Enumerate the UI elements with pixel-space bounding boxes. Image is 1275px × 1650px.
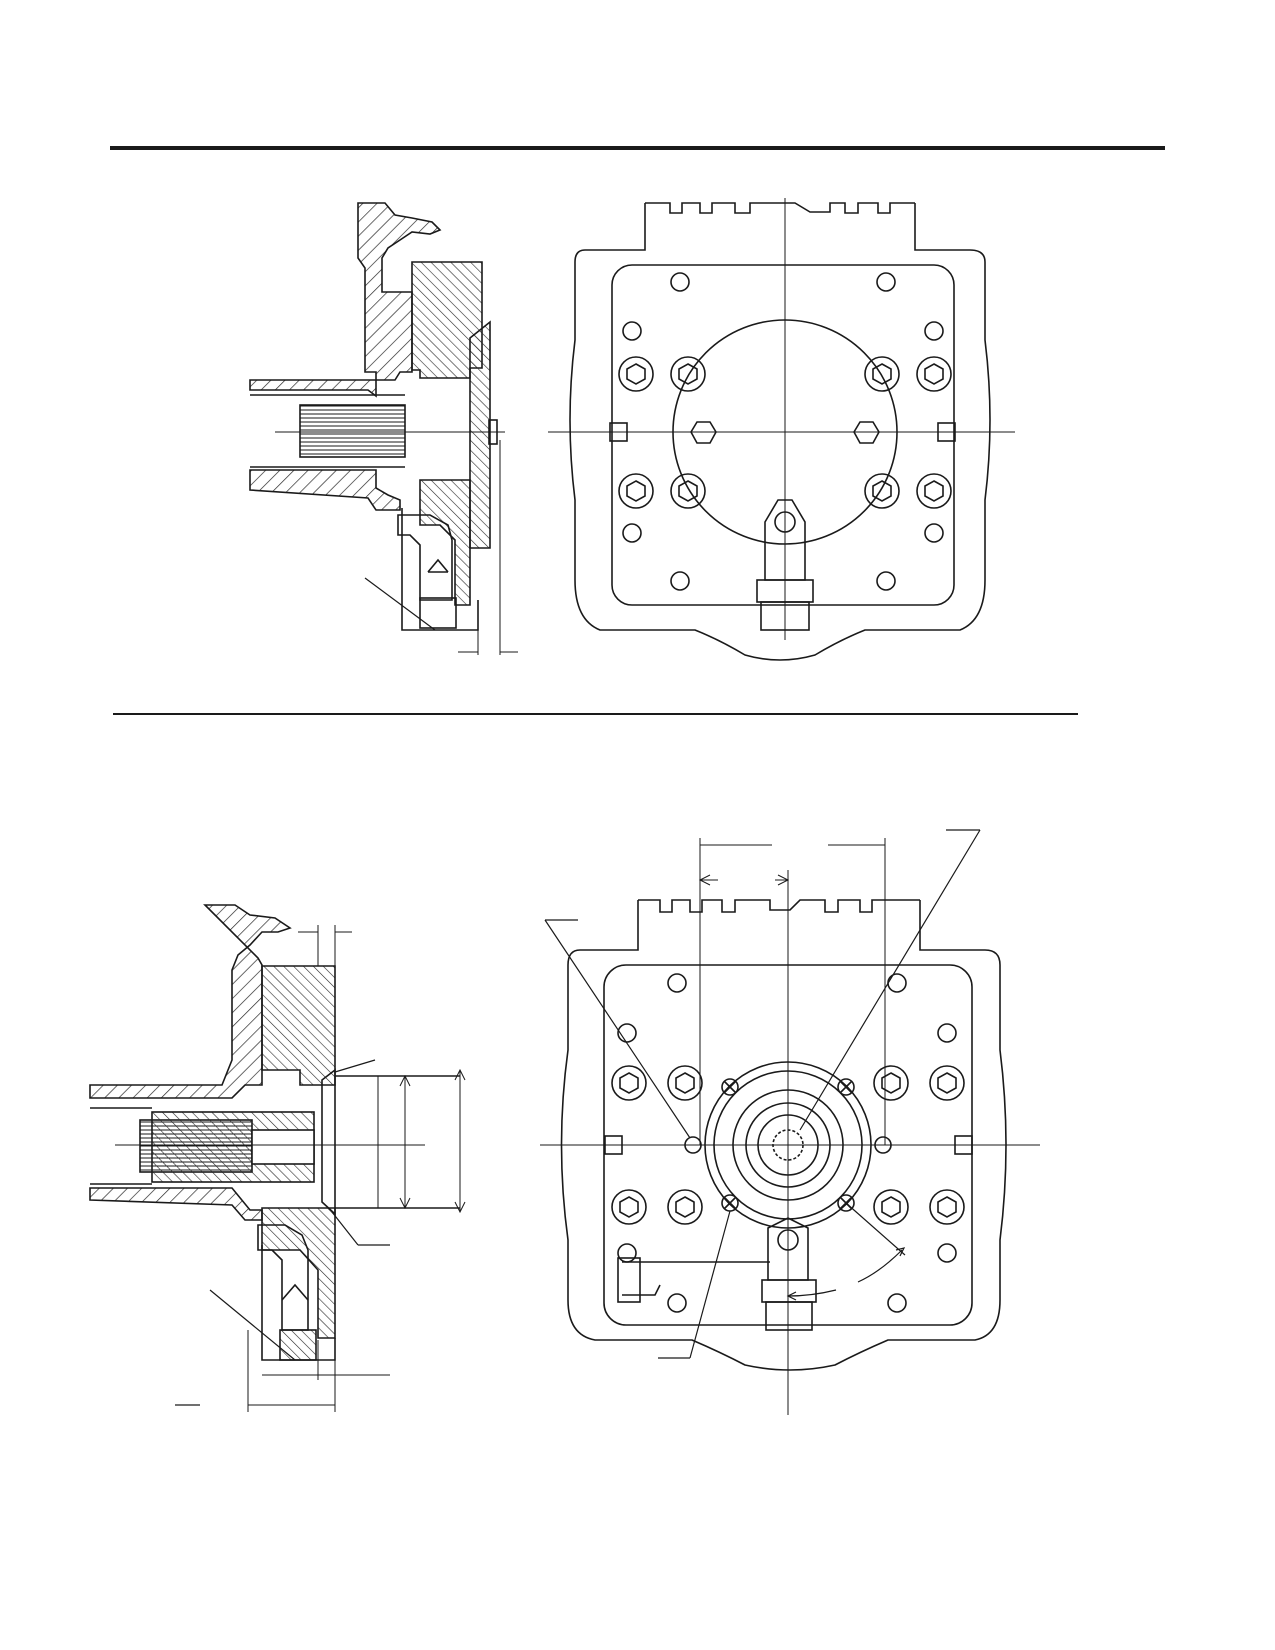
bottom-leader-upper-right	[799, 829, 981, 1131]
bottom-pilot-face	[321, 1068, 336, 1216]
bottom-crossed-hole-1	[721, 1078, 739, 1096]
bottom-hole-8	[887, 1293, 907, 1313]
bottom-hole-5	[617, 1243, 637, 1263]
bottom-bolt-1	[611, 1065, 647, 1101]
top-hole-5	[622, 523, 642, 543]
bottom-leader-lower-right	[845, 1202, 906, 1256]
bottom-crossed-hole-2	[837, 1078, 855, 1096]
top-bolt-4	[916, 356, 952, 392]
bottom-bolt-8	[929, 1189, 965, 1225]
bottom-dowel-left	[604, 1135, 623, 1155]
bottom-dowel-right	[954, 1135, 973, 1155]
top-front-view	[548, 198, 1015, 661]
bottom-drain-plug	[279, 1329, 317, 1361]
top-cover-plate	[469, 320, 491, 549]
bottom-bolt-7	[873, 1189, 909, 1225]
top-side-section	[249, 202, 518, 655]
top-notched-edge	[645, 202, 915, 214]
top-drain-plug	[419, 597, 457, 629]
bottom-hole-1	[667, 973, 687, 993]
top-outer-housing	[569, 203, 991, 661]
top-hole-8	[876, 571, 896, 591]
bottom-bolt-2	[667, 1065, 703, 1101]
top-leader-line	[364, 577, 436, 631]
bottom-lower-flange	[261, 1207, 336, 1339]
top-spline-shaft	[299, 404, 406, 458]
bottom-spline-bore	[772, 1129, 804, 1161]
top-bolt-5	[618, 473, 654, 509]
bottom-pin-left	[684, 1136, 702, 1154]
bottom-outer-housing	[560, 900, 1007, 1371]
top-cover-nut-left	[690, 421, 717, 444]
top-hole-4	[924, 321, 944, 341]
bottom-notched-edge	[638, 899, 920, 913]
bottom-bolt-5	[611, 1189, 647, 1225]
top-bolt-2	[670, 356, 706, 392]
top-hole-1	[670, 272, 690, 292]
top-hole-6	[924, 523, 944, 543]
bottom-side-section	[89, 904, 466, 1412]
top-cover-disc	[672, 319, 898, 545]
bottom-hole-3	[617, 1023, 637, 1043]
bottom-hole-4	[937, 1023, 957, 1043]
bottom-bolt-3	[873, 1065, 909, 1101]
bottom-front-view	[540, 829, 1040, 1415]
bottom-hole-2	[887, 973, 907, 993]
bottom-drain-hose	[622, 1261, 770, 1296]
top-bolt-7	[864, 473, 900, 509]
bottom-drain-fitting	[761, 1279, 817, 1303]
bottom-hub-ring	[713, 1070, 863, 1220]
top-elbow-fitting	[397, 514, 453, 601]
bottom-rotation-arrow-1	[857, 1249, 903, 1283]
bottom-housing-upper	[89, 904, 292, 1099]
top-hole-3	[622, 321, 642, 341]
bottom-pin-right	[874, 1136, 892, 1154]
bottom-housing-lower	[89, 1187, 263, 1221]
top-lower-flange	[419, 479, 471, 606]
bottom-flange-plate	[261, 965, 336, 1086]
top-cover-nut-right	[853, 421, 880, 444]
bottom-hole-6	[937, 1243, 957, 1263]
top-hole-2	[876, 272, 896, 292]
bottom-leader-plug	[209, 1289, 296, 1361]
bottom-hub-inner	[732, 1089, 844, 1201]
bottom-drain-stem	[767, 1217, 809, 1281]
top-hole-7	[670, 571, 690, 591]
bottom-crossed-hole-3	[721, 1194, 739, 1212]
top-bolt-1	[618, 356, 654, 392]
bottom-side-port	[617, 1257, 641, 1303]
bottom-bolt-4	[929, 1065, 965, 1101]
top-inner-plate	[611, 264, 955, 606]
bottom-bolt-6	[667, 1189, 703, 1225]
top-dowel-right	[937, 422, 956, 442]
top-housing-lower	[249, 469, 401, 511]
bottom-leader-lower-left	[689, 1210, 731, 1359]
bottom-leader-upper-left	[544, 919, 691, 1139]
top-dowel-left	[609, 422, 628, 442]
bottom-leader-face	[331, 1211, 359, 1246]
bottom-rotation-arrow-2	[787, 1289, 837, 1297]
top-bolt-6	[670, 473, 706, 509]
bottom-hole-7	[667, 1293, 687, 1313]
top-bolt-3	[864, 356, 900, 392]
top-bolt-8	[916, 473, 952, 509]
bottom-hub-outer	[704, 1061, 872, 1229]
